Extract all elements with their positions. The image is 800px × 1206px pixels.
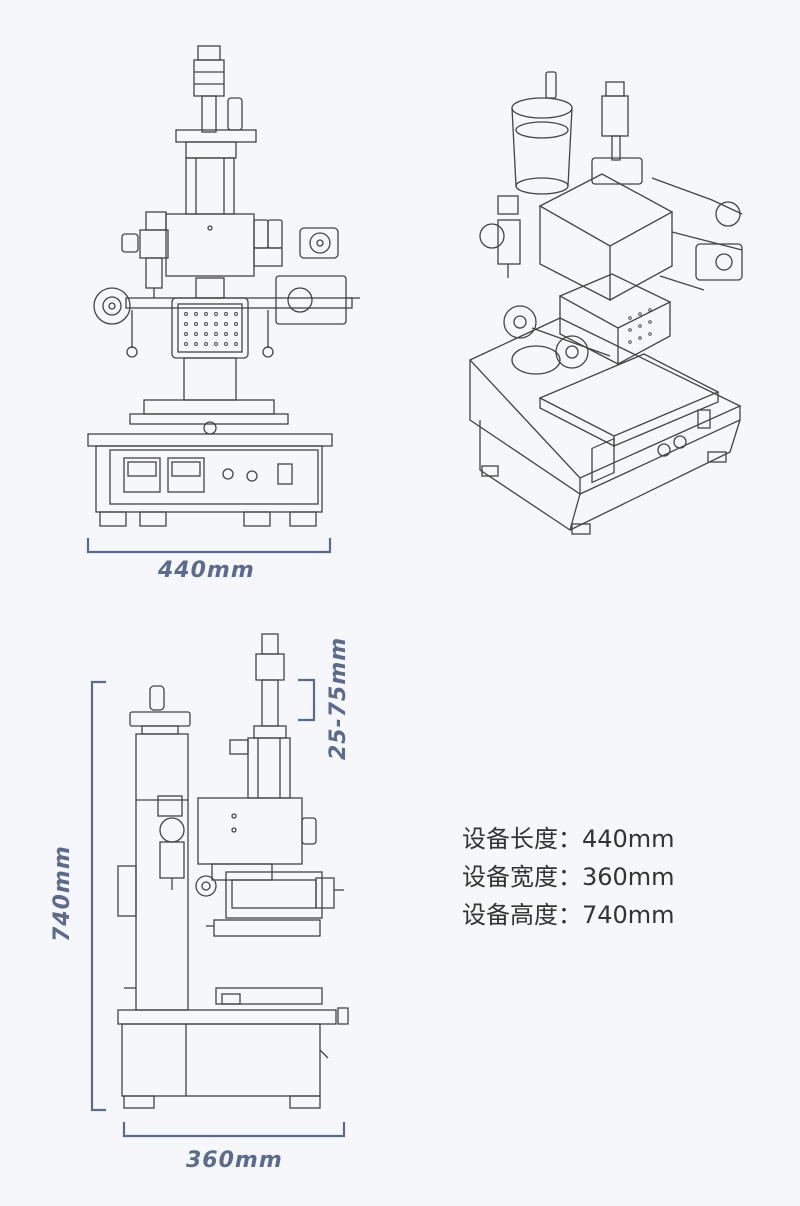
- side-height-bracket: [90, 680, 106, 1112]
- stroke-bracket: [298, 678, 316, 722]
- front-view-drawing: [87, 45, 360, 527]
- front-length-label: 440mm: [158, 558, 255, 583]
- side-width-bracket: [122, 1122, 346, 1138]
- side-width-label: 360mm: [186, 1148, 283, 1173]
- side-height-label: 740mm: [50, 845, 75, 942]
- spec-height: 设备高度：740mm: [462, 901, 675, 929]
- spec-width: 设备宽度：360mm: [462, 863, 675, 891]
- spec-list: 设备长度：440mm 设备宽度：360mm 设备高度：740mm: [462, 820, 675, 934]
- front-length-bracket: [86, 538, 332, 554]
- side-view-drawing: [117, 633, 349, 1109]
- isometric-view-drawing: [468, 71, 743, 535]
- stroke-label: 25-75mm: [326, 636, 351, 760]
- spec-length: 设备长度：440mm: [462, 825, 675, 853]
